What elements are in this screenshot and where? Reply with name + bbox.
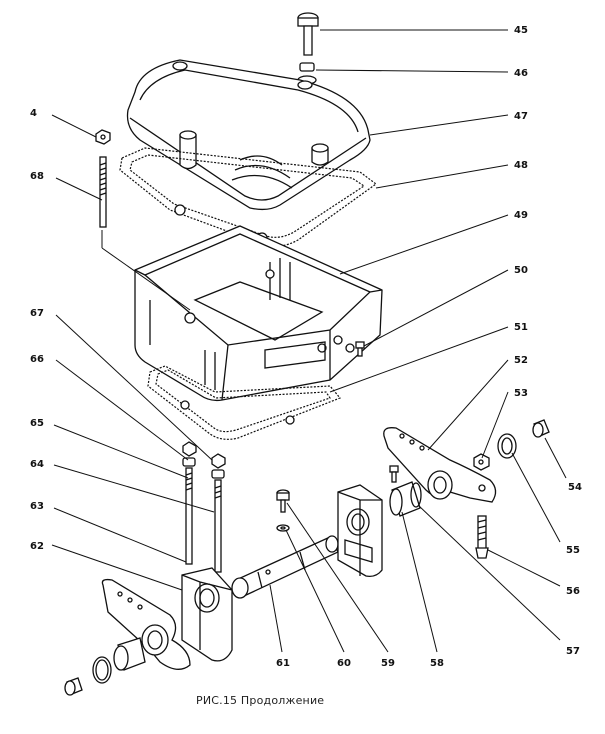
label-62: 62 <box>30 541 44 552</box>
label-68: 68 <box>30 171 44 182</box>
part-4-nut <box>95 129 111 145</box>
label-58: 58 <box>430 658 444 669</box>
label-46: 46 <box>514 68 528 79</box>
label-51: 51 <box>514 322 528 333</box>
figure-caption: РИС.15 Продолжение <box>196 694 325 707</box>
label-52: 52 <box>514 355 528 366</box>
label-4: 4 <box>30 108 37 119</box>
label-48: 48 <box>514 160 528 171</box>
label-54: 54 <box>568 482 582 493</box>
label-55: 55 <box>566 545 580 556</box>
label-65: 65 <box>30 418 44 429</box>
part-52-right-rocker-arm <box>383 427 497 503</box>
callout-labels: 4 45 46 47 48 49 50 51 52 53 54 55 56 57… <box>30 25 582 669</box>
part-55-ring <box>497 433 517 459</box>
label-56: 56 <box>566 586 580 597</box>
part-53-nut <box>473 453 490 471</box>
part-47-valve-cover <box>126 59 371 211</box>
part-50-screw <box>355 341 365 357</box>
part-45-screw <box>297 12 319 56</box>
left-rocker-arm <box>101 578 191 670</box>
label-53: 53 <box>514 388 528 399</box>
label-47: 47 <box>514 111 528 122</box>
part-46-washer <box>297 62 317 85</box>
part-58-bushing <box>389 465 422 517</box>
part-56-adjusting-screw <box>475 515 489 559</box>
label-63: 63 <box>30 501 44 512</box>
label-66: 66 <box>30 354 44 365</box>
part-54-plug <box>532 419 550 438</box>
label-60: 60 <box>337 658 351 669</box>
label-64: 64 <box>30 459 44 470</box>
parts-63-66-rods <box>182 441 226 573</box>
part-61-rocker-shaft <box>231 535 339 599</box>
label-59: 59 <box>381 658 395 669</box>
label-57: 57 <box>566 646 580 657</box>
left-bushing-parts <box>64 637 146 696</box>
label-49: 49 <box>514 210 528 221</box>
part-51-bottom-gasket <box>147 365 341 440</box>
label-50: 50 <box>514 265 528 276</box>
part-68-stud <box>99 156 107 228</box>
part-62-bracket <box>181 567 233 662</box>
leader-lines <box>51 29 567 653</box>
label-67: 67 <box>30 308 44 319</box>
label-45: 45 <box>514 25 528 36</box>
label-61: 61 <box>276 658 290 669</box>
part-49-housing <box>134 225 383 402</box>
center-shaft-stand <box>337 484 383 578</box>
parts-59-60-bolt <box>276 489 290 532</box>
